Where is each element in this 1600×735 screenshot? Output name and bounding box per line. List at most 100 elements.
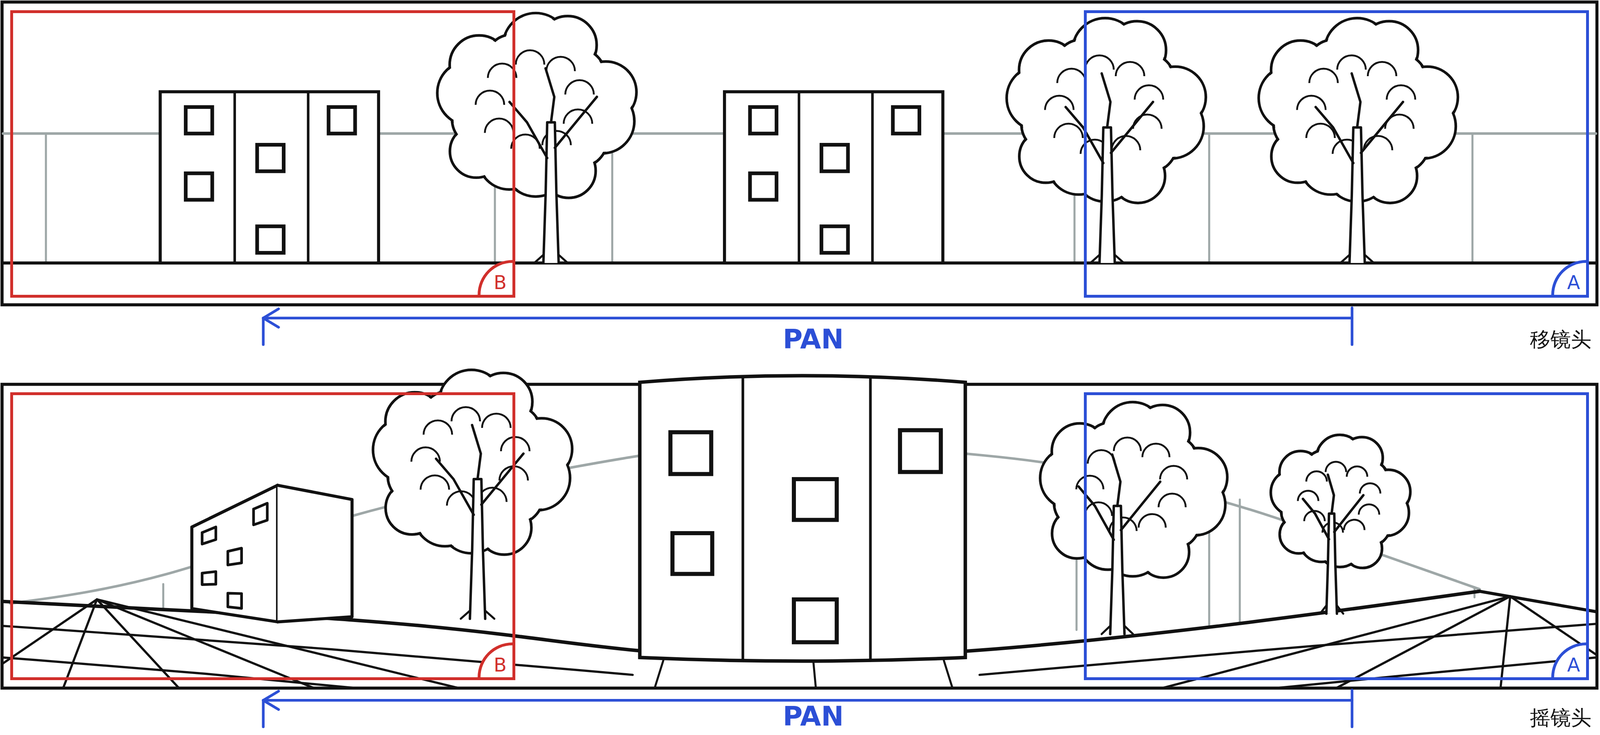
tree-canopy-fill xyxy=(1074,432,1192,551)
tree-leaf-detail xyxy=(1044,95,1074,111)
floor-line xyxy=(2,657,408,688)
building-divider xyxy=(233,91,236,263)
camera-frame: B xyxy=(10,392,516,680)
fence-post xyxy=(1207,133,1211,263)
tree-root xyxy=(1319,605,1326,615)
floor-line xyxy=(97,599,184,688)
building-window xyxy=(821,226,848,254)
tree xyxy=(437,13,637,263)
building-divider xyxy=(306,91,310,263)
building-window xyxy=(750,173,777,200)
frame-tab: A xyxy=(1551,260,1587,295)
tree xyxy=(1040,402,1228,635)
tree xyxy=(1270,435,1411,615)
building xyxy=(191,485,352,623)
tree-branch xyxy=(1334,495,1364,533)
tree-leaf-detail xyxy=(1346,466,1368,477)
tree xyxy=(1258,18,1458,263)
tree-leaf-detail xyxy=(1386,85,1416,100)
tree-branch xyxy=(471,425,481,480)
tree-leaf-detail xyxy=(487,63,517,78)
tree-trunk xyxy=(1349,127,1365,263)
tree-leaf-detail xyxy=(565,80,594,95)
pan-arrow-head xyxy=(263,691,279,710)
tree-leaf-detail xyxy=(1134,85,1164,100)
tree-leaf-detail xyxy=(1306,471,1327,482)
tree-leaf-detail xyxy=(451,407,481,422)
floor-line xyxy=(1224,657,1596,688)
tree-trunk xyxy=(543,122,559,264)
tree-leaf-detail xyxy=(1142,443,1170,458)
building-wall xyxy=(639,375,966,662)
tree-leaf-detail xyxy=(482,413,511,429)
building-wall xyxy=(160,91,379,263)
tree-root xyxy=(1101,626,1111,635)
building xyxy=(639,375,966,662)
building-window xyxy=(253,503,268,526)
pan-arrow-tick xyxy=(261,700,265,728)
tree-leaf-detail xyxy=(1337,55,1366,70)
pan-arrow-line xyxy=(263,699,1353,702)
panel-caption: 移镜头 xyxy=(1527,328,1594,351)
tree-root xyxy=(1337,605,1344,615)
floor-line xyxy=(652,660,664,688)
tree-leaf-detail xyxy=(1054,123,1084,139)
tree-leaf-detail xyxy=(1158,494,1186,508)
tree-canopy-fill xyxy=(1295,458,1384,547)
floor-line xyxy=(813,660,816,688)
building-divider xyxy=(797,91,800,263)
tree-leaf-detail xyxy=(1113,437,1141,451)
building-window xyxy=(892,106,920,134)
tree-branch xyxy=(1351,73,1361,128)
fence-post xyxy=(45,133,48,263)
building xyxy=(724,91,943,263)
tree-root xyxy=(1114,254,1124,263)
tree-root xyxy=(1124,626,1134,635)
pan-label: PAN xyxy=(780,325,847,354)
floor-line xyxy=(61,599,97,688)
tree-leaf-detail xyxy=(1160,466,1188,480)
pan-arrow-tick xyxy=(1350,308,1353,345)
pan-label: PAN xyxy=(780,702,847,732)
building-window xyxy=(750,106,777,134)
pan-arrow-head xyxy=(263,308,279,328)
tree-branch xyxy=(1110,101,1154,153)
building-divider xyxy=(871,91,874,263)
floor-line xyxy=(2,626,633,676)
tree-trunk xyxy=(1326,513,1338,614)
tree-root xyxy=(484,610,495,619)
building-window xyxy=(201,527,216,545)
building-wall xyxy=(277,485,353,623)
tree-leaf-detail xyxy=(1297,491,1319,502)
floor-line xyxy=(1500,596,1511,688)
building-window xyxy=(257,145,284,172)
building-window xyxy=(793,599,837,643)
frame-letter: A xyxy=(1567,655,1580,675)
tree-root xyxy=(1340,254,1350,263)
tree-leaf-detail xyxy=(1343,519,1365,531)
building-window xyxy=(899,430,941,473)
tree-branch xyxy=(436,458,474,515)
floor-line xyxy=(1510,596,1596,688)
pan-arrow-tick xyxy=(1350,690,1353,728)
tree-branch xyxy=(555,97,598,148)
pan-panel xyxy=(2,2,1598,305)
building-window xyxy=(328,106,356,134)
tree-root xyxy=(1364,254,1374,263)
frame-tab: B xyxy=(477,260,513,295)
building-window xyxy=(201,571,216,585)
tree-leaf-detail xyxy=(1358,504,1380,515)
building-wall xyxy=(191,485,278,623)
tree-trunk xyxy=(1110,505,1125,635)
tree-leaf-detail xyxy=(1085,55,1114,70)
building-divider xyxy=(741,376,744,661)
tilt-panel xyxy=(0,369,1600,694)
floor-line xyxy=(2,599,97,688)
tree-branch xyxy=(545,68,555,123)
tree-leaf-detail xyxy=(1325,462,1347,473)
tree-root xyxy=(558,254,568,263)
tree-leaf-detail xyxy=(1115,61,1145,77)
tree-branch xyxy=(1120,481,1161,531)
tree-leaf-detail xyxy=(1087,450,1115,464)
camera-frame: B xyxy=(10,10,516,298)
